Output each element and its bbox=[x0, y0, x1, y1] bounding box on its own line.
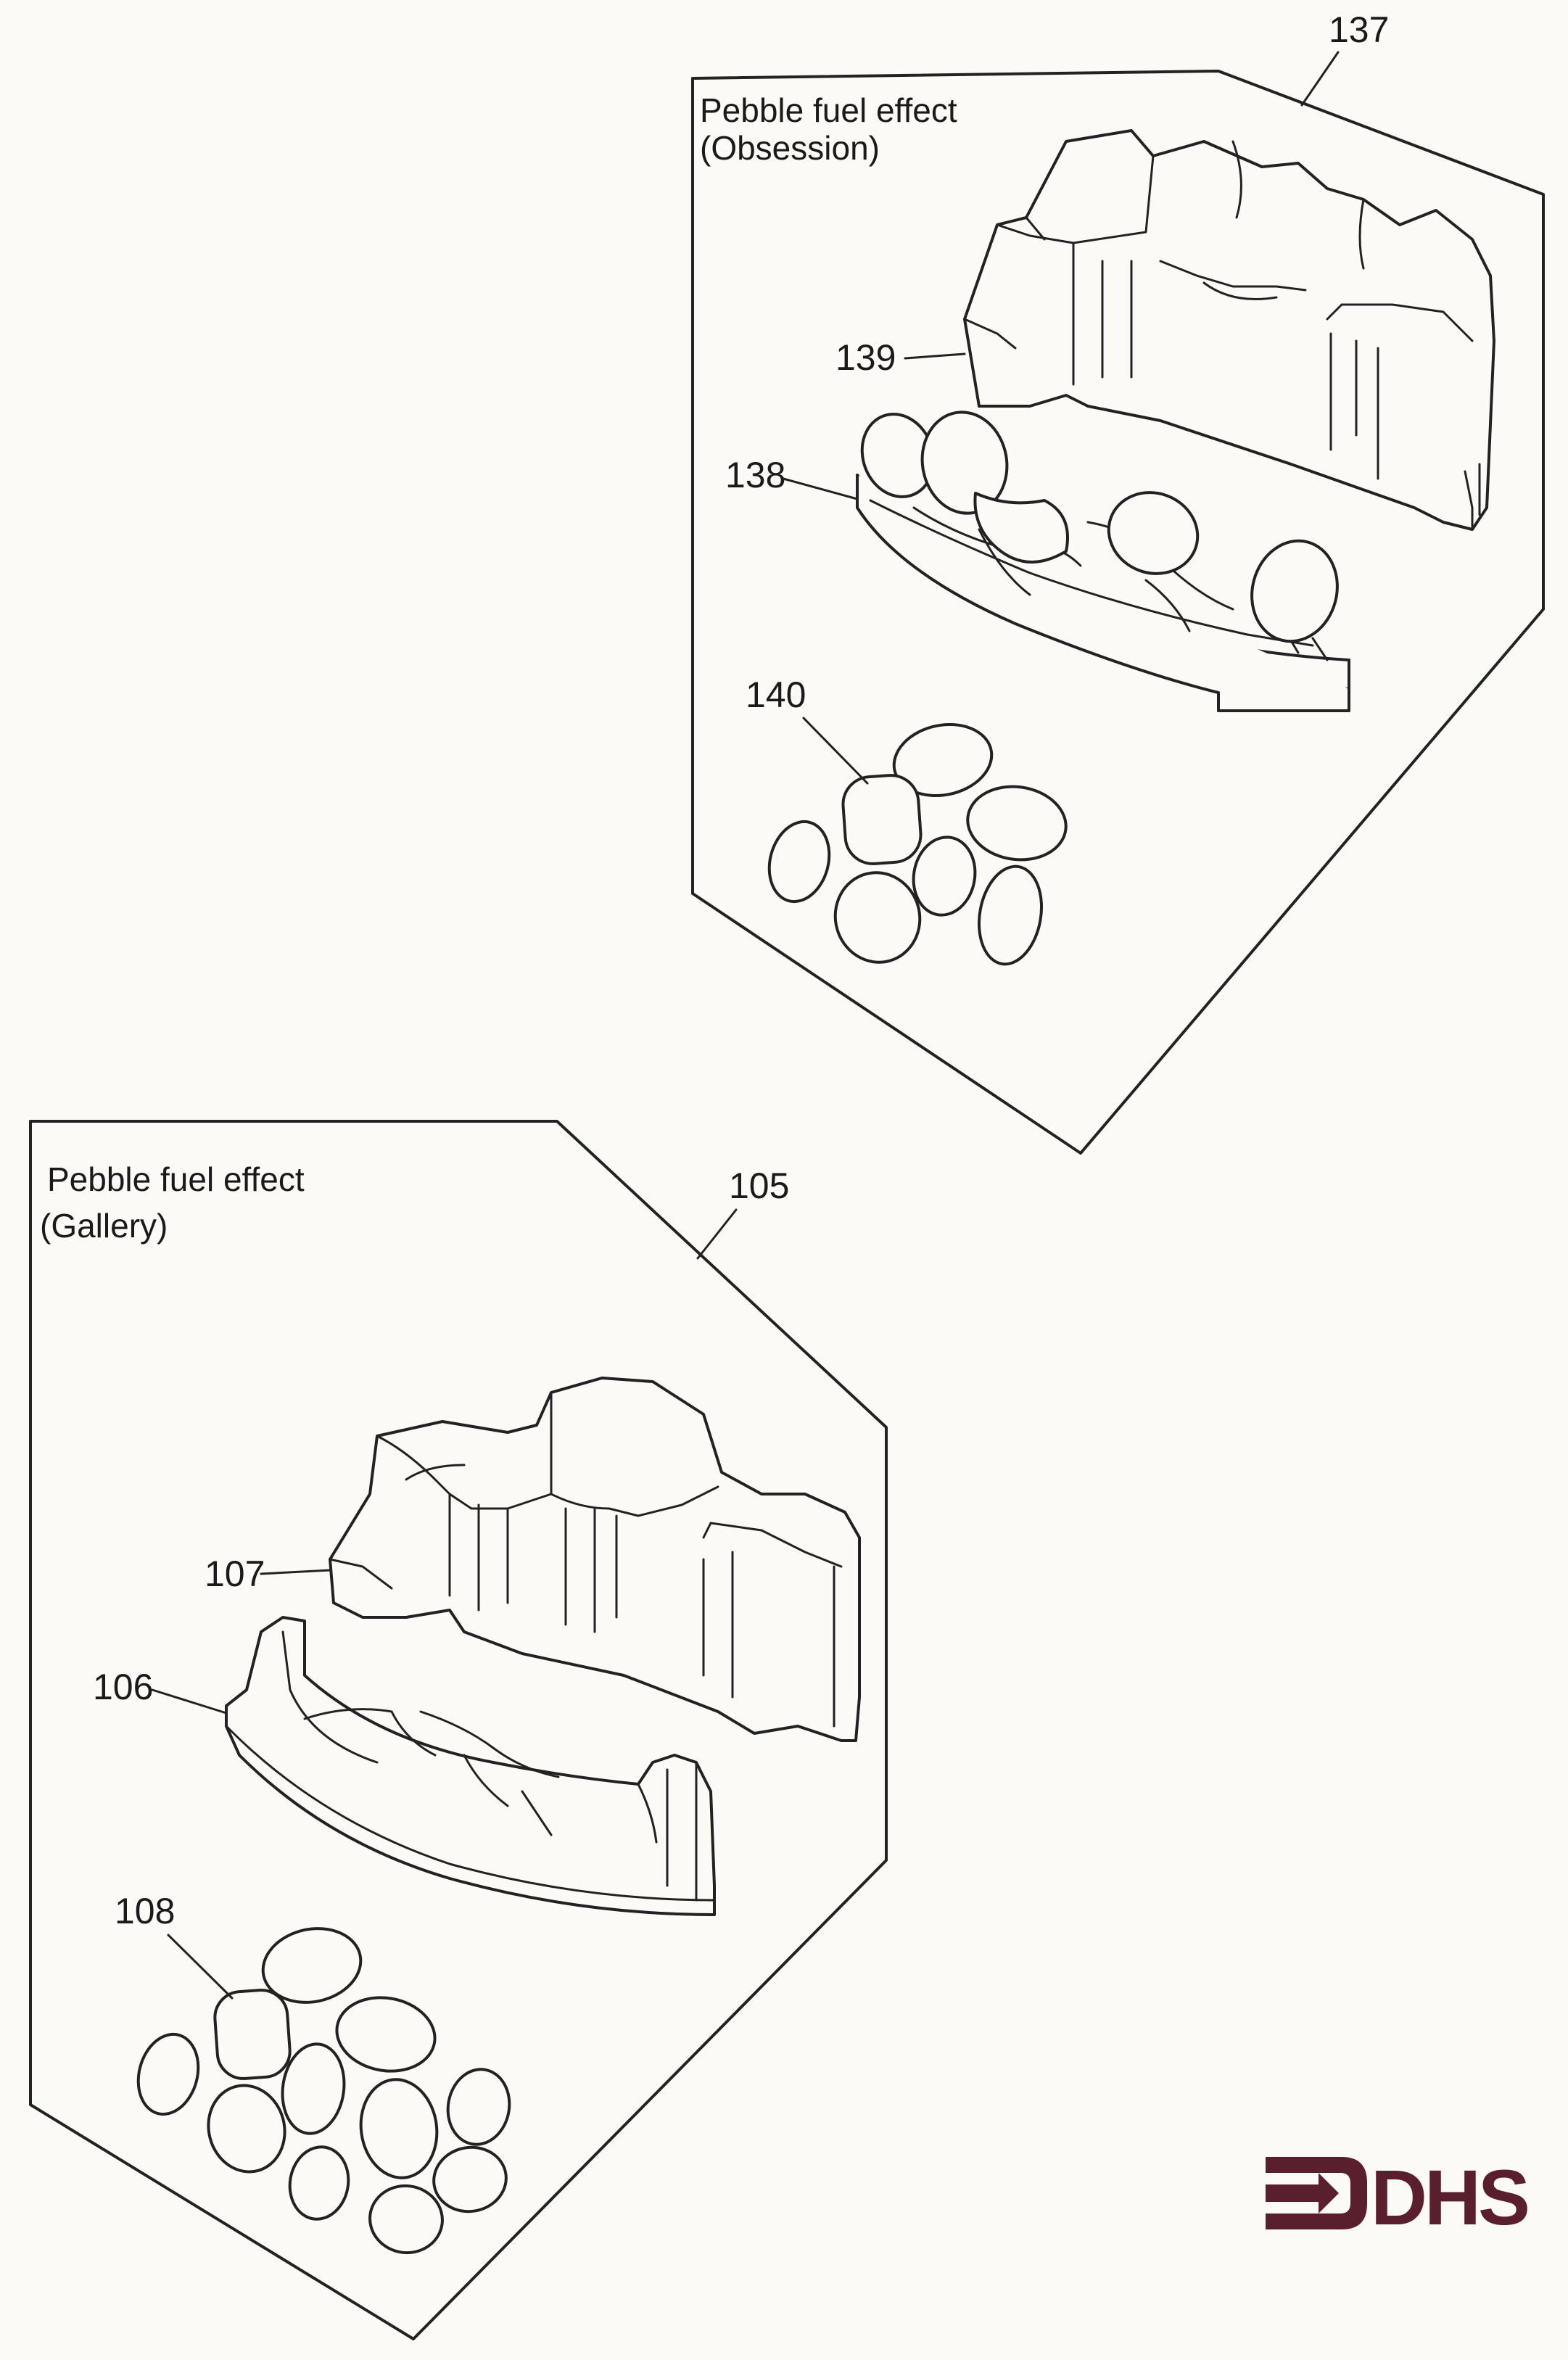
ref-107-leader bbox=[260, 1569, 331, 1575]
ref-106-leader bbox=[151, 1688, 228, 1715]
gallery-tray bbox=[225, 1616, 716, 1916]
ref-138-label: 138 bbox=[725, 455, 785, 495]
panel-obsession-title-line1: Pebble fuel effect bbox=[700, 91, 957, 129]
gallery-back-piece bbox=[329, 1377, 861, 1742]
obsession-back-piece bbox=[963, 129, 1495, 531]
ref-137-label: 137 bbox=[1329, 9, 1389, 50]
ref-138-leader bbox=[782, 477, 859, 500]
panel-obsession-title-line2: (Obsession) bbox=[700, 129, 880, 167]
panel-obsession: Pebble fuel effect (Obsession) 137 139 bbox=[691, 9, 1545, 1155]
arrow-bracket-icon bbox=[1266, 2157, 1367, 2229]
obsession-tray bbox=[856, 474, 1350, 712]
panel-obsession-frame bbox=[691, 70, 1545, 1155]
ref-107-label: 107 bbox=[205, 1554, 265, 1594]
panel-gallery-title-line2: (Gallery) bbox=[40, 1207, 168, 1245]
obsession-tray-stones bbox=[860, 410, 1339, 643]
ref-140-leader bbox=[802, 717, 869, 785]
ref-108-label: 108 bbox=[115, 1891, 175, 1931]
obsession-loose-pebbles bbox=[767, 722, 1068, 966]
panel-gallery-frame bbox=[29, 1120, 888, 2340]
ref-108-leader bbox=[167, 1934, 234, 2000]
logo-text: DHS bbox=[1371, 2153, 1527, 2241]
ref-105-leader bbox=[696, 1208, 738, 1260]
gallery-loose-pebbles bbox=[136, 1927, 511, 2255]
ref-137-leader bbox=[1300, 51, 1340, 107]
ref-139-label: 139 bbox=[835, 337, 896, 378]
ref-106-label: 106 bbox=[93, 1667, 153, 1707]
panel-gallery: Pebble fuel effect (Gallery) 105 107 1 bbox=[29, 1120, 888, 2340]
panel-gallery-title-line1: Pebble fuel effect bbox=[47, 1160, 305, 1198]
dhs-logo: DHS bbox=[1266, 2153, 1530, 2241]
ref-105-label: 105 bbox=[729, 1165, 789, 1206]
ref-140-label: 140 bbox=[746, 674, 806, 715]
ref-139-leader bbox=[904, 352, 966, 360]
